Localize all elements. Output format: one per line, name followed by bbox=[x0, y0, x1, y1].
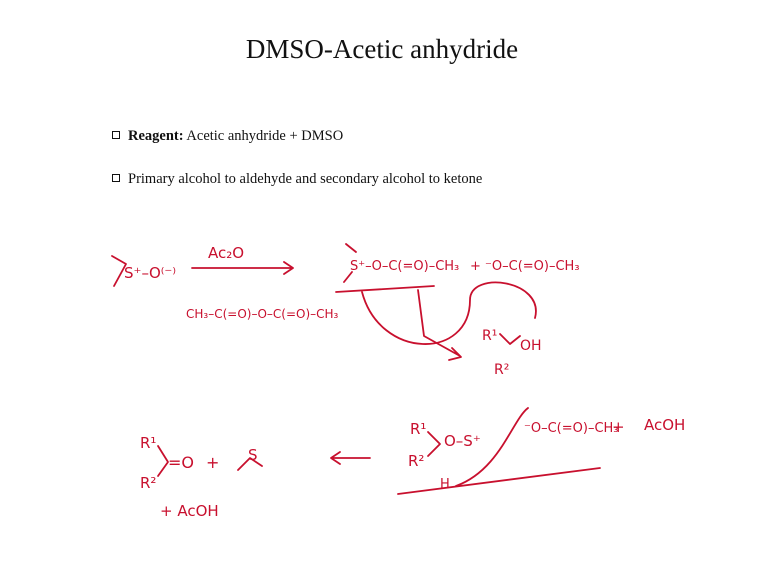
checkbox-bullet-icon bbox=[112, 131, 120, 139]
slide-title: DMSO-Acetic anhydride bbox=[245, 34, 519, 64]
underline bbox=[335, 285, 435, 293]
r1-label: R¹ bbox=[410, 420, 426, 438]
left-arrow-icon bbox=[330, 451, 371, 465]
dmso-structure: S⁺–O⁽⁻⁾ bbox=[111, 255, 176, 287]
underline bbox=[397, 467, 601, 495]
right-arrow-icon bbox=[191, 261, 294, 275]
acyloxysulfonium-label: S⁺–O–C(=O)–CH₃ bbox=[350, 259, 459, 274]
h-label: H bbox=[440, 477, 450, 492]
curved-arrow-icon bbox=[455, 407, 529, 487]
alcohol-structure: R¹ OH R² bbox=[482, 328, 542, 378]
acoh-label: AcOH bbox=[644, 416, 685, 434]
acoh-label: + AcOH bbox=[160, 502, 219, 520]
dmso-label: S⁺–O⁽⁻⁾ bbox=[124, 264, 176, 282]
anhydride-structure: CH₃–C(=O)–O–C(=O)–CH₃ bbox=[186, 307, 339, 321]
oh-label: OH bbox=[520, 338, 542, 354]
carbon-bonds bbox=[157, 445, 169, 477]
products: R¹ R² =O + S + AcOH bbox=[140, 434, 263, 520]
r2-label: R² bbox=[408, 452, 424, 470]
bullet-text: Acetic anhydride + DMSO bbox=[186, 128, 344, 144]
plus-label: + bbox=[206, 453, 219, 472]
acetate-label: ⁻O–C(=O)–CH₃ bbox=[524, 421, 619, 436]
alcohol-bonds bbox=[499, 333, 521, 345]
r2-label: R² bbox=[140, 474, 156, 492]
alkoxysulfonium-structure: R¹ R² O–S⁺ ⁻O–C(=O)–CH₃ + AcOH H bbox=[397, 407, 685, 495]
acetate-label: + ⁻O–C(=O)–CH₃ bbox=[470, 259, 580, 274]
methyl-bonds bbox=[111, 255, 127, 287]
r1-label: R¹ bbox=[482, 328, 497, 344]
carbon-bonds bbox=[427, 431, 441, 457]
ac2o-label: Ac₂O bbox=[208, 244, 244, 262]
curved-arrow-icon bbox=[361, 281, 537, 345]
plus-label: + bbox=[612, 418, 625, 436]
carbonyl-label: =O bbox=[168, 453, 194, 472]
reagent-arrow: Ac₂O CH₃–C(=O)–O–C(=O)–CH₃ bbox=[186, 244, 339, 321]
bullet-text: Primary alcohol to aldehyde and secondar… bbox=[128, 171, 483, 187]
bullet-label: Reagent: bbox=[128, 128, 184, 144]
r1-label: R¹ bbox=[140, 434, 156, 452]
arrow-to-alcohol-icon bbox=[417, 289, 462, 361]
bullet-reagent: Reagent: Acetic anhydride + DMSO bbox=[112, 128, 343, 145]
methyl-bonds bbox=[343, 243, 357, 283]
intermediate-structure: S⁺–O–C(=O)–CH₃ + ⁻O–C(=O)–CH₃ bbox=[335, 243, 580, 361]
r2-label: R² bbox=[494, 362, 509, 378]
bullet-scope: Primary alcohol to aldehyde and secondar… bbox=[112, 171, 482, 188]
dms-label: S bbox=[248, 446, 258, 464]
dms-bonds bbox=[237, 457, 263, 471]
alkoxysulfonium-label: O–S⁺ bbox=[444, 432, 481, 450]
checkbox-bullet-icon bbox=[112, 174, 120, 182]
